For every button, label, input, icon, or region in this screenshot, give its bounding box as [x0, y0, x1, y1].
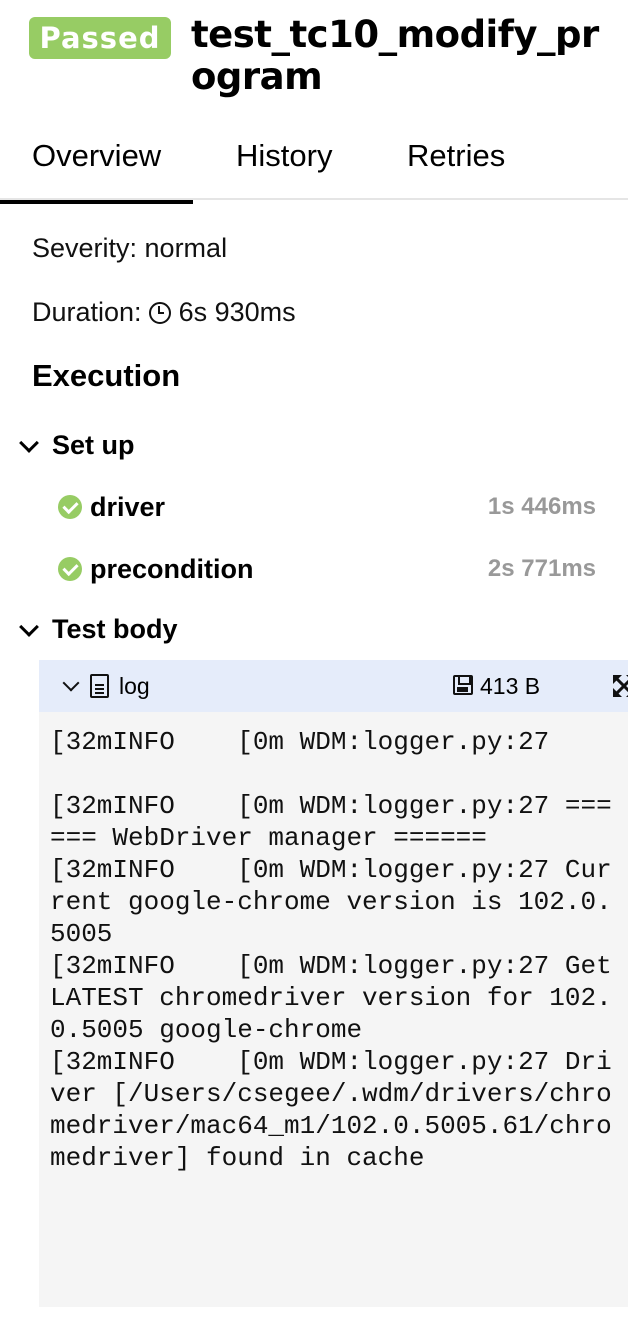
test-header: Passed test_tc10_modify_program: [0, 0, 628, 110]
severity-text: Severity: normal: [32, 233, 227, 264]
setup-group-label: Set up: [52, 430, 135, 461]
setup-group-toggle[interactable]: Set up: [18, 430, 135, 461]
tab-bar: Overview History Retries: [0, 128, 628, 200]
check-circle-icon: [58, 495, 82, 519]
page-title: test_tc10_modify_program: [191, 14, 601, 98]
test-body-group-label: Test body: [52, 614, 178, 645]
attachment-log-content: [32mINFO [0m WDM:logger.py:27 [32mINF…: [39, 712, 628, 1307]
attachment-name: log: [119, 673, 150, 700]
tab-history[interactable]: History: [236, 138, 332, 174]
step-name: precondition: [90, 554, 254, 585]
step-driver[interactable]: driver 1s 446ms: [58, 487, 598, 527]
step-precondition[interactable]: precondition 2s 771ms: [58, 549, 598, 589]
step-name: driver: [90, 492, 165, 523]
chevron-down-icon: [19, 617, 39, 637]
duration-label: Duration:: [32, 297, 142, 328]
check-circle-icon: [58, 557, 82, 581]
step-duration: 1s 446ms: [488, 493, 596, 521]
status-badge: Passed: [29, 17, 171, 59]
clock-icon: [149, 302, 171, 324]
duration-line: Duration: 6s 930ms: [32, 297, 296, 328]
attachment-size: 413 B: [480, 673, 540, 700]
chevron-down-icon: [19, 433, 39, 453]
test-body-group-toggle[interactable]: Test body: [18, 614, 178, 645]
chevron-down-icon: [63, 675, 80, 692]
step-duration: 2s 771ms: [488, 555, 596, 583]
execution-heading: Execution: [32, 358, 180, 394]
attachment-header[interactable]: log 413 B: [39, 660, 628, 712]
save-disk-icon: [453, 675, 473, 695]
log-text: [32mINFO [0m WDM:logger.py:27 [32mINF…: [50, 726, 618, 1174]
file-text-icon: [90, 674, 109, 698]
duration-value: 6s 930ms: [179, 297, 296, 328]
expand-icon[interactable]: [612, 674, 628, 698]
tab-overview[interactable]: Overview: [32, 138, 161, 174]
tab-retries[interactable]: Retries: [407, 138, 505, 174]
